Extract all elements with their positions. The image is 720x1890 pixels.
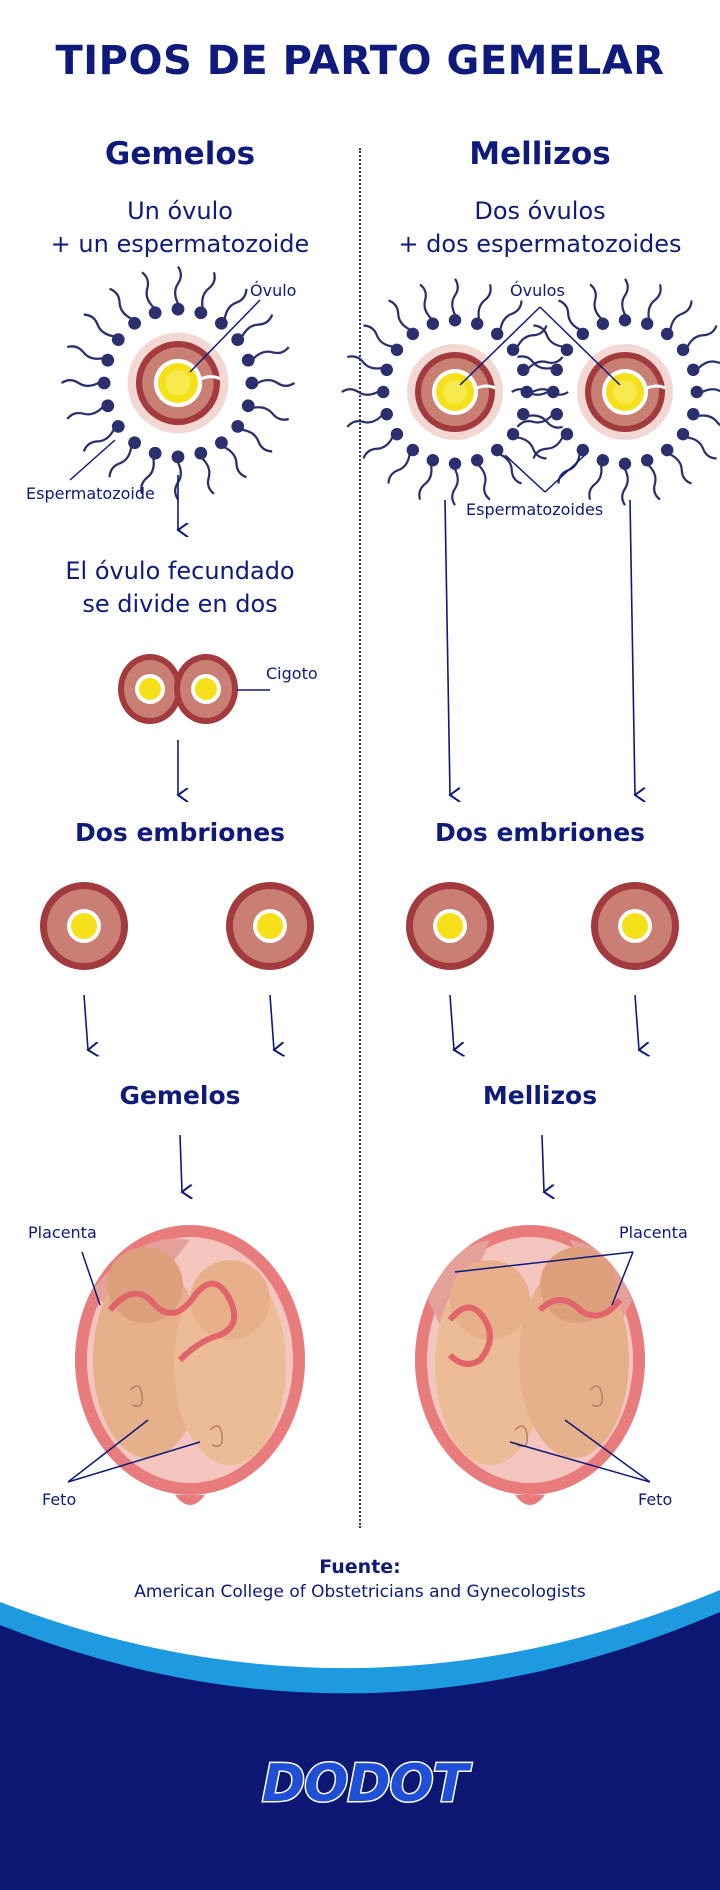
label-placenta-left: Placenta <box>28 1223 97 1242</box>
left-heading: Gemelos <box>104 136 256 172</box>
right-uterus-illustration <box>415 1225 645 1505</box>
page-title: TIPOS DE PARTO GEMELAR <box>55 38 665 84</box>
dodot-logo-text: DODOT <box>260 1753 469 1816</box>
label-ovulos: Óvulos <box>510 281 565 300</box>
divide-text: El óvulo fecundado se divide en dos <box>10 555 350 621</box>
label-feto-left: Feto <box>42 1490 77 1509</box>
left-subtitle-line1: Un óvulo <box>127 197 233 225</box>
label-placenta-right: Placenta <box>619 1223 688 1242</box>
embryo-4 <box>591 882 679 970</box>
left-subtitle-line2: + un espermatozoide <box>50 230 310 258</box>
right-embryos-title: Dos embriones <box>434 818 646 847</box>
label-espermatozoides: Espermatozoides <box>466 500 604 519</box>
embryo-2 <box>226 882 314 970</box>
right-result-title: Mellizos <box>482 1081 598 1110</box>
source-label: Fuente: <box>319 1556 401 1578</box>
right-subtitle: Dos óvulos + dos espermatozoides <box>370 195 710 261</box>
label-espermatozoide: Espermatozoide <box>26 484 155 503</box>
footer-wave-dark <box>0 1612 720 1890</box>
zygote-illustration <box>118 654 238 724</box>
label-cigoto: Cigoto <box>266 664 318 683</box>
label-ovulo: Óvulo <box>250 281 297 300</box>
divide-text-line1: El óvulo fecundado <box>65 557 295 585</box>
left-subtitle: Un óvulo + un espermatozoide <box>10 195 350 261</box>
left-uterus-illustration <box>75 1225 305 1505</box>
right-subtitle-line1: Dos óvulos <box>474 197 606 225</box>
left-embryos-title: Dos embriones <box>74 818 286 847</box>
dodot-logo: DODOT <box>260 1753 469 1816</box>
embryo-1 <box>40 882 128 970</box>
label-feto-right: Feto <box>638 1490 673 1509</box>
source-organization: American College of Obstetricians and Gy… <box>134 1582 586 1602</box>
left-result-title: Gemelos <box>119 1081 241 1110</box>
column-divider <box>359 148 361 1528</box>
right-heading: Mellizos <box>469 136 611 172</box>
right-ovum-2-illustration <box>512 279 720 505</box>
divide-text-line2: se divide en dos <box>82 590 278 618</box>
embryo-3 <box>406 882 494 970</box>
right-subtitle-line2: + dos espermatozoides <box>398 230 682 258</box>
